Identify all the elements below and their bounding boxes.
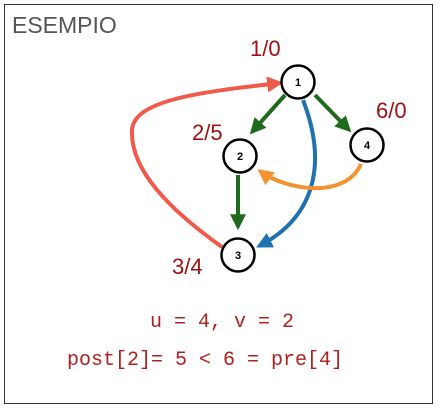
edge-1-3 <box>256 99 318 248</box>
code-line-1: u = 4, v = 2 <box>150 311 295 334</box>
node-4: 4 <box>349 127 385 163</box>
node-1-times: 1/0 <box>250 36 281 61</box>
node-4-times: 6/0 <box>376 98 407 123</box>
svg-text:4: 4 <box>364 140 371 152</box>
edge-3-1 <box>129 76 284 249</box>
edge-1-2 <box>249 93 287 135</box>
node-3: 3 <box>220 237 256 273</box>
title: ESEMPIO <box>12 12 117 38</box>
node-3-times: 3/4 <box>172 254 203 279</box>
node-2-times: 2/5 <box>192 120 223 145</box>
svg-text:2: 2 <box>237 151 243 163</box>
node-1: 1 <box>280 64 316 100</box>
code-line-2: post[2]= 5 < 6 = pre[4] <box>67 349 344 372</box>
example-frame <box>4 4 433 404</box>
edge-4-2 <box>257 163 363 191</box>
svg-text:3: 3 <box>235 250 241 262</box>
svg-text:1: 1 <box>295 77 301 89</box>
edge-1-4 <box>313 93 352 133</box>
node-2: 2 <box>222 138 258 174</box>
